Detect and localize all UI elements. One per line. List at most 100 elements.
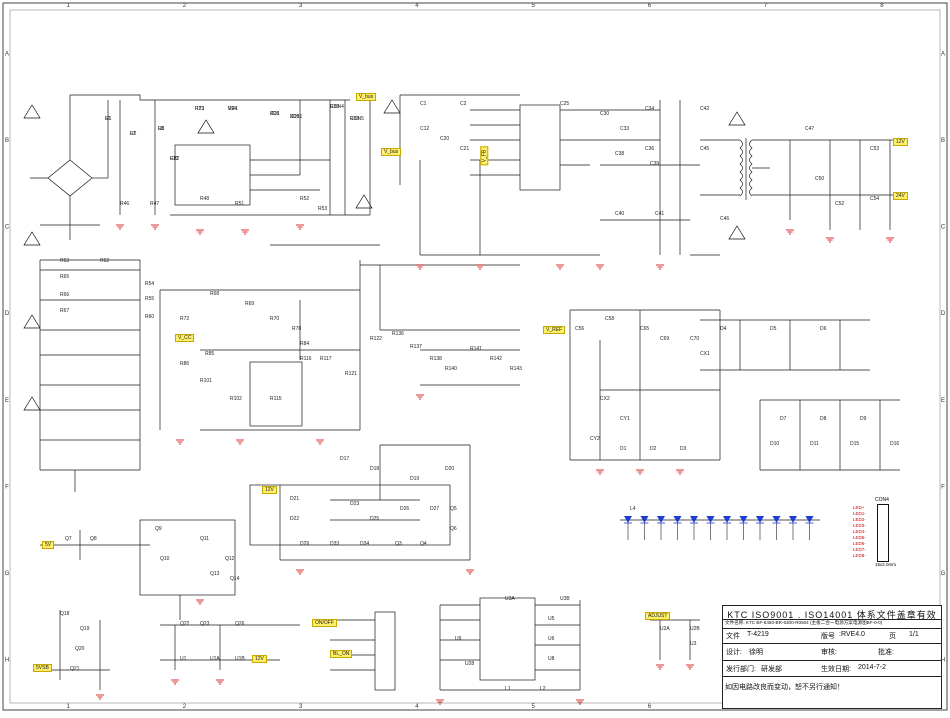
led-connector-ref: CON4	[875, 497, 889, 503]
grid-column-label: 3	[299, 3, 303, 9]
reference-label: Q10	[160, 556, 170, 562]
reference-label: R28	[270, 111, 279, 117]
grid-column-label: 4	[415, 3, 419, 9]
reference-label: L2	[540, 686, 546, 692]
reference-label: C56	[575, 326, 584, 332]
reference-label: R62	[100, 258, 109, 264]
reference-label: Q26	[235, 621, 245, 627]
reference-label: D29	[300, 541, 309, 547]
grid-row-label: F	[941, 484, 945, 490]
title-block: KTC ISO9001 . ISO14001 体系文件盖章有效 文件名称: KT…	[722, 605, 942, 709]
led-connector-con4: CON4 LED+ LED1- LED2- LED3- LED4- LED5- …	[853, 497, 897, 569]
ground-symbols	[96, 224, 894, 705]
reference-label: C47	[805, 126, 814, 132]
reference-label: R85	[205, 351, 214, 357]
led-diode-icon	[673, 516, 682, 523]
reference-label: C30	[600, 111, 609, 117]
reference-label: U9	[455, 636, 462, 642]
net-tag-vcc: V_CC	[175, 334, 195, 342]
reference-label: R84	[300, 341, 309, 347]
reference-label: ZD51	[290, 114, 302, 120]
reference-label: C20	[440, 136, 449, 142]
grid-column-label: 4	[415, 704, 419, 710]
reference-label: R29	[290, 114, 299, 120]
reference-label: CON4	[330, 104, 344, 110]
net-tag-adjust: ADJUST	[645, 612, 671, 620]
net-tag-12v-3: 12V	[252, 655, 267, 663]
review-label: 审核:	[821, 649, 837, 656]
led-pin-7: LED6-	[853, 541, 866, 546]
reference-label: D11	[810, 441, 819, 447]
reference-label: R69	[245, 301, 254, 307]
reference-label: R65	[60, 274, 69, 280]
net-tag-vbus-2: V_bus	[381, 148, 402, 156]
net-tag-5v: 5V	[42, 541, 55, 549]
version-value: :RVE4.0	[839, 631, 865, 638]
led-diode-icon	[624, 516, 632, 523]
reference-label: R68	[210, 291, 219, 297]
led-pin-4: LED3-	[853, 523, 866, 528]
reference-label: R52	[300, 196, 309, 202]
effective-label: 生效日期:	[821, 666, 851, 673]
reference-label: D2	[650, 446, 657, 452]
reference-label: U5	[548, 616, 555, 622]
reference-label: Q7	[65, 536, 72, 542]
grid-column-label: 1	[66, 704, 70, 710]
reference-label: C52	[835, 201, 844, 207]
led-indicator-row	[624, 516, 814, 540]
design-value: 徐明	[749, 649, 763, 656]
reference-label: D4	[720, 326, 727, 332]
net-tag-vfb: V_FB	[480, 146, 489, 166]
reference-label: R53	[318, 206, 327, 212]
reference-label: C39	[650, 161, 659, 167]
reference-label: Q14	[230, 576, 240, 582]
reference-label: D19	[410, 476, 419, 482]
reference-label: C25	[560, 101, 569, 107]
reference-label: Q12	[225, 556, 235, 562]
grid-row-label: E	[5, 398, 9, 404]
led-pin-2: LED1-	[853, 511, 866, 516]
reference-label: C40	[615, 211, 624, 217]
led-connector-part: 15x2.0mm	[875, 562, 897, 567]
grid-row-label: D	[941, 311, 946, 317]
reference-label: L8	[158, 126, 164, 132]
grid-column-label: 3	[299, 704, 303, 710]
grid-labels: 1122334455667788AABBCCDDEEFFGGHH	[5, 3, 946, 710]
reference-label: R33	[350, 116, 359, 122]
reference-label: R66	[60, 292, 69, 298]
reference-label: L4	[630, 506, 636, 512]
reference-label: C21	[460, 146, 469, 152]
led-diode-icon	[706, 516, 715, 523]
led-diode-icon	[640, 516, 649, 523]
grid-column-label: 5	[531, 3, 535, 9]
reference-label: R137	[410, 344, 422, 350]
reference-label: D16	[890, 441, 899, 447]
reference-label: D27	[430, 506, 439, 512]
grid-row-label: A	[5, 51, 9, 57]
led-diode-icon	[690, 516, 698, 523]
reference-label: Q4	[420, 541, 427, 547]
reference-label: Q9	[155, 526, 162, 532]
reference-label: Q21	[70, 666, 80, 672]
reference-label: R55	[145, 296, 154, 302]
reference-label: C41	[655, 211, 664, 217]
net-tag-12v-2: 12V	[262, 486, 277, 494]
warning-icons	[23, 99, 746, 411]
reference-label: R141	[470, 346, 482, 352]
reference-label: CX1	[700, 351, 710, 357]
grid-column-label: 7	[764, 3, 768, 9]
reference-label: R136	[392, 331, 404, 337]
reference-label: R140	[445, 366, 457, 372]
reference-label: C69	[660, 336, 669, 342]
reference-label: D25	[370, 516, 379, 522]
reference-label: R138	[430, 356, 442, 362]
reference-label: D10	[770, 441, 779, 447]
reference-label: D7	[780, 416, 787, 422]
grid-row-label: C	[5, 225, 10, 231]
reference-label: R117	[320, 356, 332, 362]
design-label: 设计:	[726, 649, 742, 656]
reference-label: C34	[645, 106, 654, 112]
file-value: T-4219	[747, 631, 769, 638]
reference-label: C33	[620, 126, 629, 132]
reference-label: U3A	[505, 596, 515, 602]
